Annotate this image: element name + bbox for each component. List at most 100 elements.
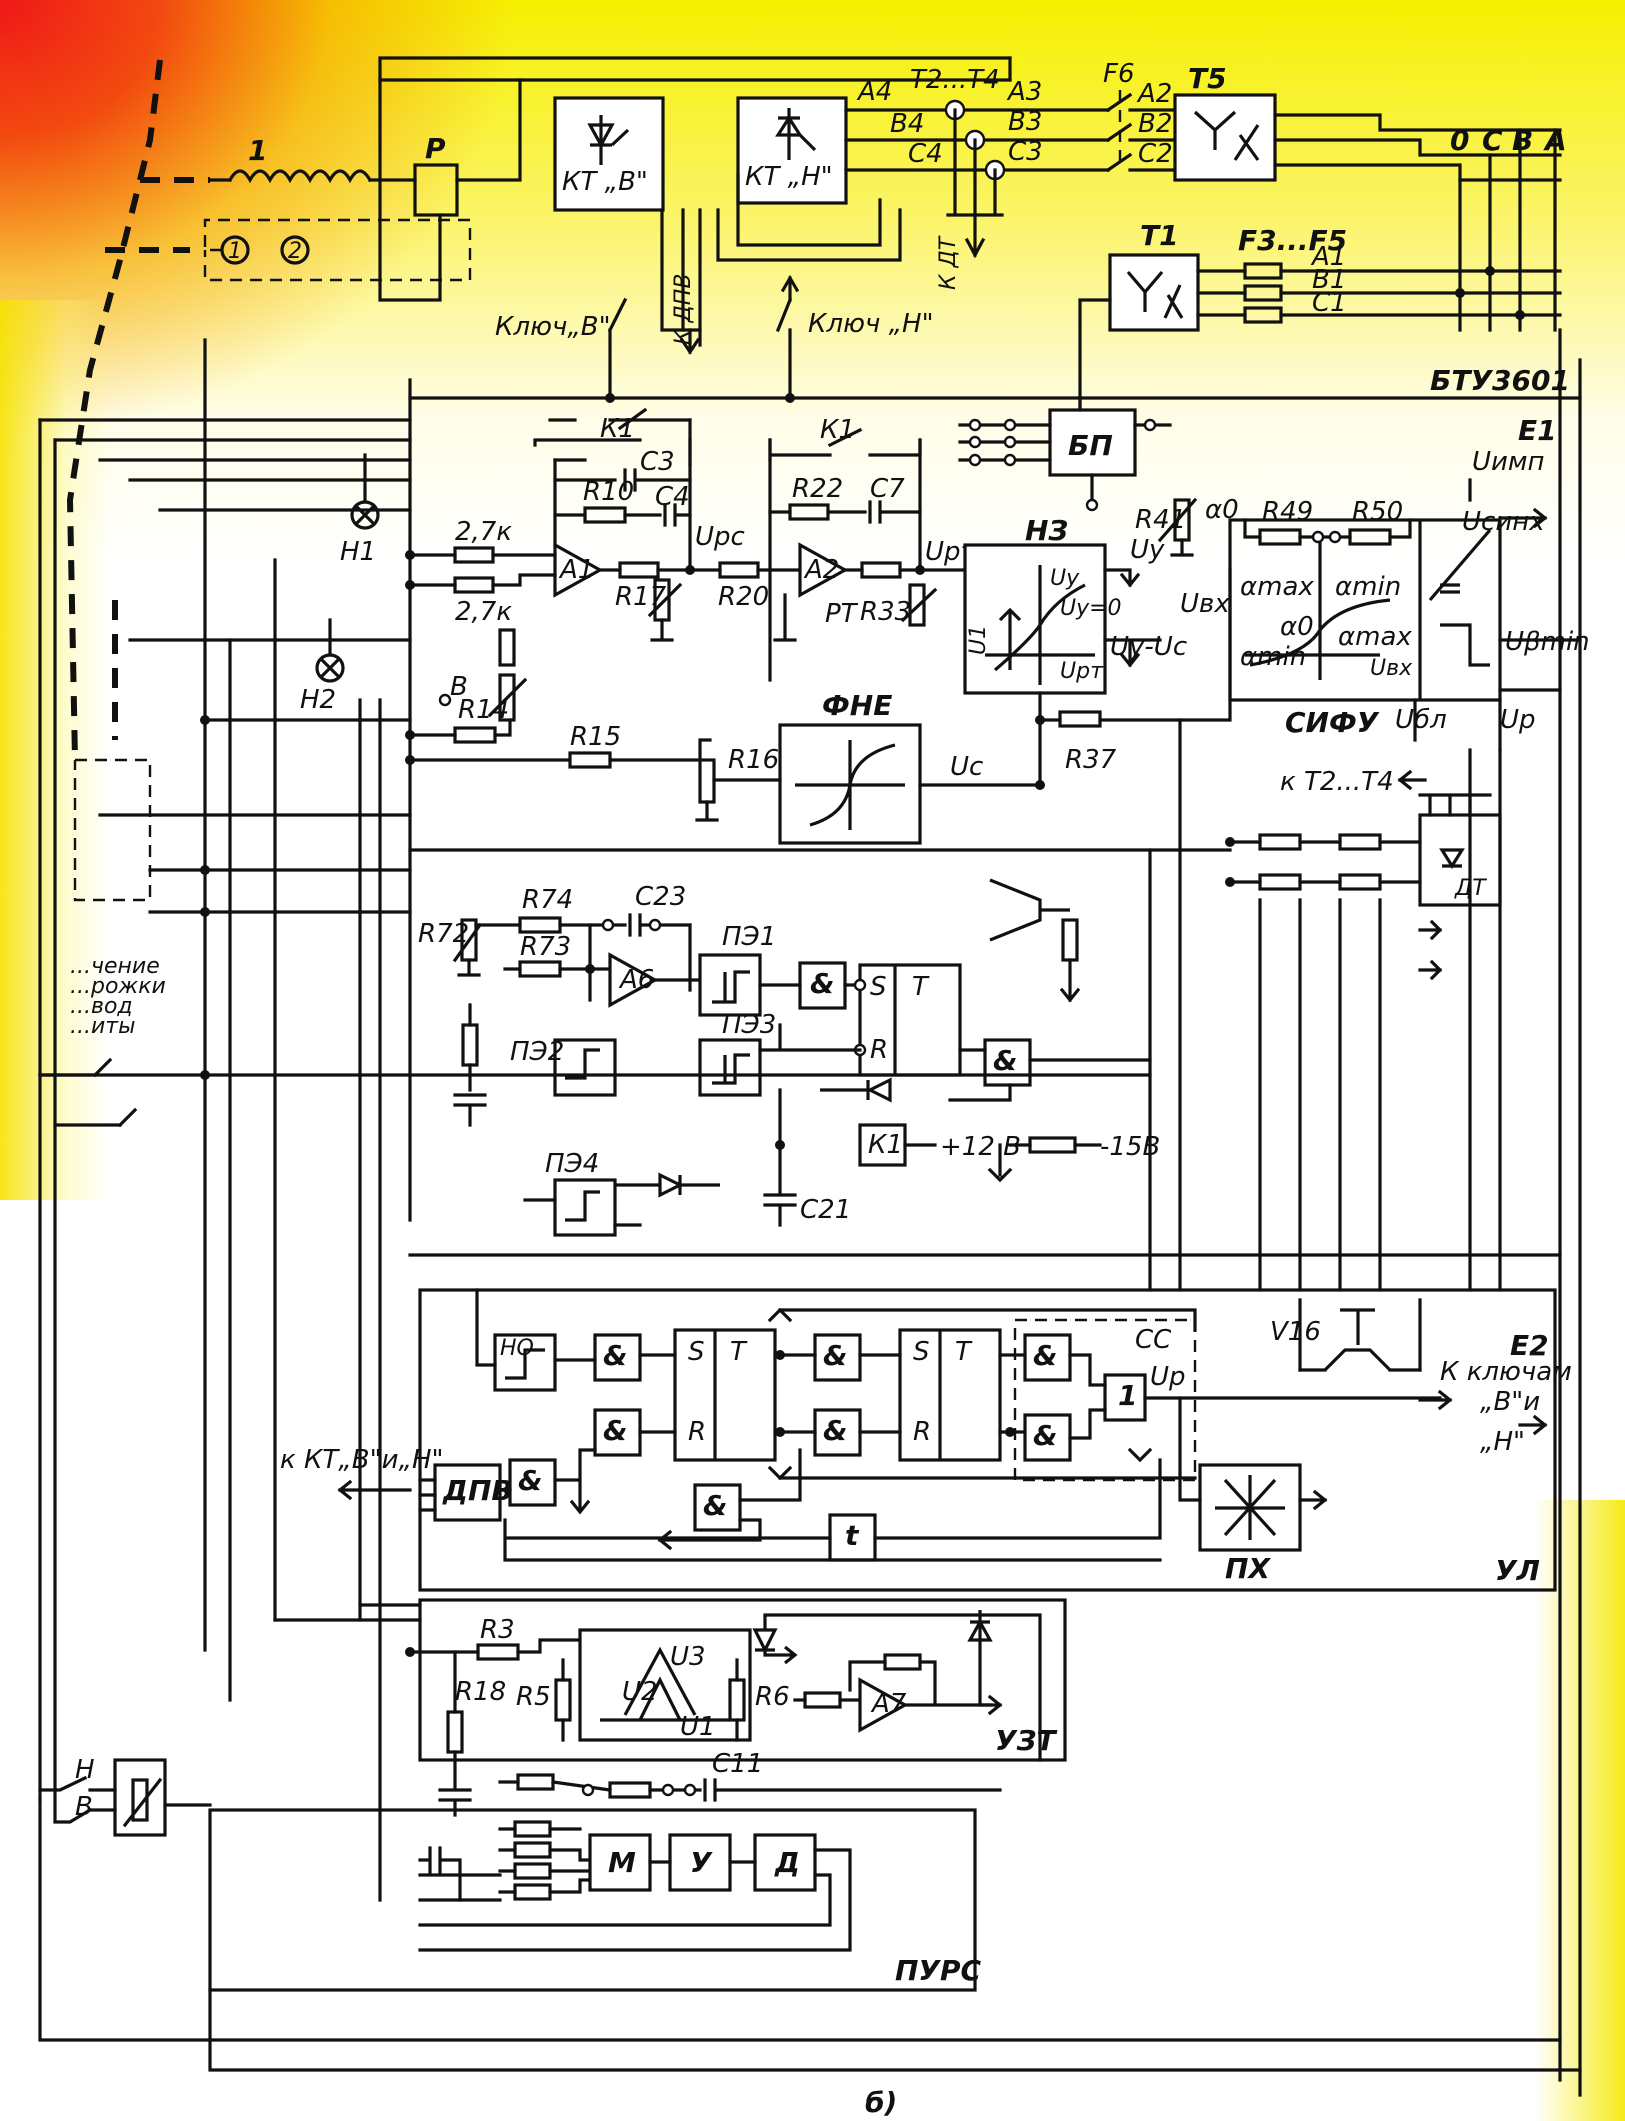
label-a3: А3 xyxy=(1006,77,1042,107)
label-ff1-r: R xyxy=(688,1417,706,1447)
label-sifu-a0: α0 xyxy=(1280,612,1314,642)
label-u-pc: Uрс xyxy=(695,522,745,552)
label-k1-relay: К1 xyxy=(868,1130,903,1160)
fuse-f3 xyxy=(1243,262,1283,280)
label-h3-upt: Uрт xyxy=(1060,659,1104,684)
label-px: ПХ xyxy=(1225,1552,1271,1585)
label-and-ul-c: & xyxy=(823,1339,847,1372)
label-sifu-amin2: αmin xyxy=(1240,642,1306,672)
label-sifu-amin: αmin xyxy=(1335,572,1401,602)
label-uzt: УЗТ xyxy=(995,1724,1057,1757)
label-c3-cap: С3 xyxy=(640,447,675,477)
label-rt: РТ xyxy=(825,599,859,629)
label-sifu-uvx: Uвх xyxy=(1370,656,1413,681)
label-r49: R49 xyxy=(1262,497,1313,527)
label-bp: БП xyxy=(1068,429,1113,462)
label-c11: С11 xyxy=(712,1749,763,1779)
label-ff-t: Т xyxy=(912,972,930,1002)
label-and-middle-1: & xyxy=(810,967,834,1000)
label-pe2: ПЭ2 xyxy=(510,1037,564,1067)
label-ff-s: S xyxy=(870,972,887,1002)
and-gate-ul-a xyxy=(593,1333,642,1382)
label-phase-b: В xyxy=(1512,124,1533,157)
label-r72: R72 xyxy=(418,919,469,949)
label-a1-opamp: А1 xyxy=(558,555,594,585)
label-c7: С7 xyxy=(870,474,905,504)
label-a1: А1 xyxy=(1310,242,1346,272)
label-h3-uy-eq-0: Uу=0 xyxy=(1060,596,1122,621)
sifu-block xyxy=(1228,518,1502,702)
thyristor-block-kt-n xyxy=(736,96,848,205)
label-fhe: ФНЕ xyxy=(822,689,892,722)
label-k-keys-3: „Н" xyxy=(1480,1427,1525,1457)
label-t-timer: t xyxy=(845,1519,860,1552)
label-and-ul-f: & xyxy=(1033,1419,1057,1452)
label-ul: УЛ xyxy=(1495,1554,1540,1587)
and-gate-middle-2 xyxy=(983,1038,1032,1087)
label-u3: U3 xyxy=(670,1642,706,1672)
transformer-t1 xyxy=(1108,253,1200,332)
label-f6: F6 xyxy=(1103,59,1135,89)
label-and-middle-2: & xyxy=(993,1044,1017,1077)
opamp-a7 xyxy=(858,1677,909,1733)
label-ff2-t: Т xyxy=(955,1337,973,1367)
label-r3: R3 xyxy=(480,1615,515,1645)
label-phase-c: С xyxy=(1482,124,1503,157)
label-key-n: Ключ „Н" xyxy=(808,309,934,339)
left-note-3: ...вод xyxy=(70,994,133,1019)
threshold-pe4 xyxy=(553,1178,617,1237)
label-c1: С1 xyxy=(1312,288,1347,318)
transformer-t5 xyxy=(1173,93,1277,182)
label-ff1-s: S xyxy=(688,1337,705,1367)
label-up-ul: Up xyxy=(1150,1362,1186,1392)
label-f3-f5: F3...F5 xyxy=(1238,224,1347,257)
label-kt-v: КТ „В" xyxy=(562,167,648,197)
label-ff1-t: Т xyxy=(730,1337,748,1367)
label-h1: Н1 xyxy=(340,537,376,567)
and-gate-ul-g xyxy=(508,1458,557,1507)
label-r41: R41 xyxy=(1135,505,1186,535)
ul-block: УЛ НО & & S R Т & & S R Т СС xyxy=(280,1288,1572,1592)
relay-k1 xyxy=(858,1123,907,1167)
power-section: КТ „В" КТ „Н" А4 В4 С4 Т2...Т4 А3 В3 С3 … xyxy=(38,56,1582,2097)
label-r10: R10 xyxy=(583,477,634,507)
label-k-keys-2: „В"и xyxy=(1480,1387,1540,1417)
label-u-bmin: Uβmin xyxy=(1505,627,1590,657)
label-t2-t4: Т2...Т4 xyxy=(910,65,1000,95)
label-u1-uzt: U1 xyxy=(680,1712,716,1742)
left-note-2: ...рожки xyxy=(70,974,166,999)
label-c4: С4 xyxy=(908,139,943,169)
label-u2: U2 xyxy=(622,1677,658,1707)
label-b-pos: В xyxy=(450,672,468,702)
and-gate-ul-c xyxy=(813,1333,862,1382)
label-and-ul-b: & xyxy=(603,1414,627,1447)
label-a2: А2 xyxy=(1136,79,1172,109)
label-and-ul-a: & xyxy=(603,1339,627,1372)
label-and-ul-e: & xyxy=(1033,1339,1057,1372)
label-key-v: Ключ„В" xyxy=(495,312,611,342)
ul-frame xyxy=(418,1288,1557,1592)
opamp-a2 xyxy=(798,542,849,598)
control-block-middle: R72 R74 С23 R73 А6 ПЭ1 & S R Т xyxy=(38,848,1562,1257)
label-sifu-amax: αmax xyxy=(1240,572,1314,602)
label-y: У xyxy=(690,1846,713,1879)
label-t5: Т5 xyxy=(1188,62,1227,95)
label-kt-n: КТ „Н" xyxy=(745,162,833,192)
label-and-ul-h: & xyxy=(703,1489,727,1522)
left-note-1: ...чение xyxy=(70,954,160,979)
label-pe3: ПЭ3 xyxy=(722,1010,776,1040)
label-e1: Е1 xyxy=(1518,414,1557,447)
threshold-pe1 xyxy=(698,953,762,1017)
label-b2: В2 xyxy=(1138,109,1172,139)
label-pe1: ПЭ1 xyxy=(722,922,776,952)
label-k-t2-t4: к Т2...Т4 xyxy=(1280,767,1394,797)
purs-frame xyxy=(208,1808,977,1992)
label-r6: R6 xyxy=(755,1682,790,1712)
label-h: Н xyxy=(75,1755,95,1785)
label-pe4: ПЭ4 xyxy=(545,1149,599,1179)
left-note-4: ...иты xyxy=(70,1014,135,1039)
label-r15: R15 xyxy=(570,722,621,752)
label-ho: НО xyxy=(500,1336,534,1361)
label-k-dpv: К ДПВ xyxy=(671,274,696,345)
threshold-pe3 xyxy=(698,1038,762,1097)
